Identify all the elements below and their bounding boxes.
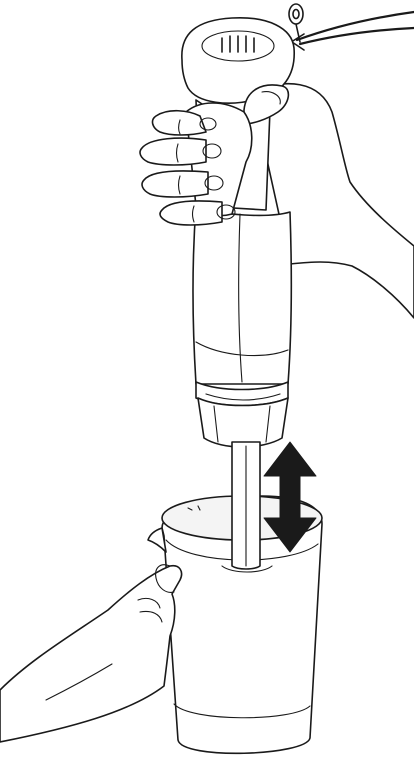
power-cord xyxy=(286,4,414,50)
blender-body xyxy=(182,18,294,447)
left-hand xyxy=(0,565,182,742)
